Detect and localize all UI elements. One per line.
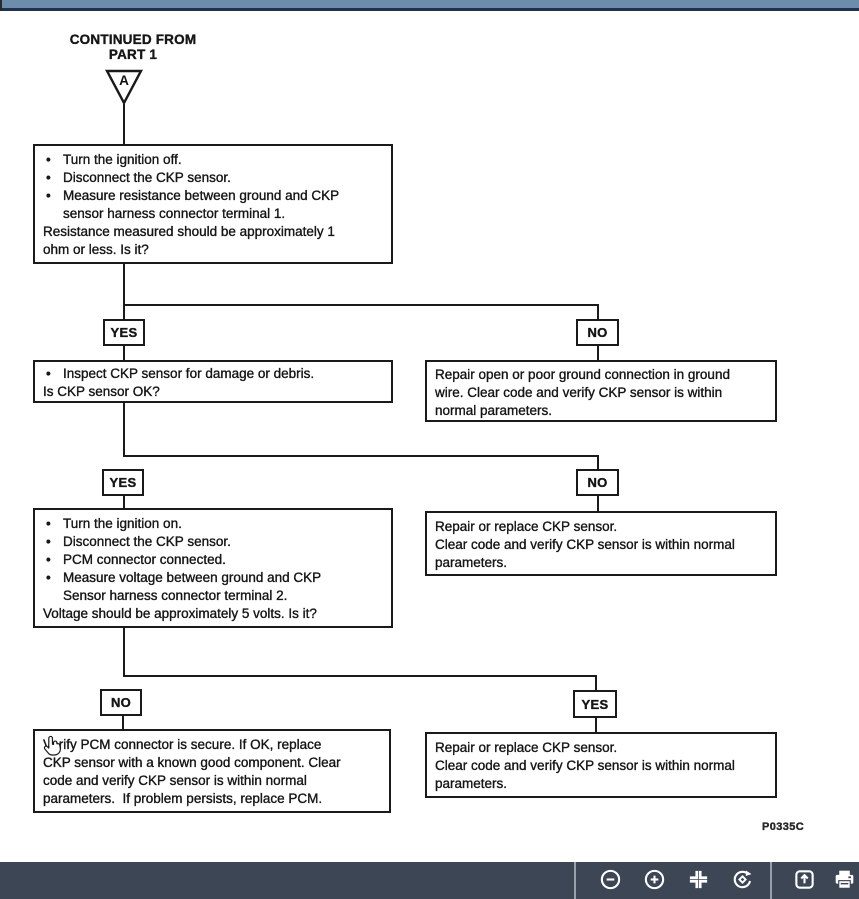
fit-to-screen-button[interactable] — [679, 862, 717, 899]
branch-label-no: NO — [576, 469, 619, 496]
branch-label-text: NO — [587, 325, 608, 340]
bullet-text: Inspect CKP sensor for damage or debris. — [63, 366, 315, 381]
action-box-verify-pcm: Verify PCM connector is secure. If OK, r… — [33, 729, 391, 813]
connector-line — [123, 264, 125, 321]
top-bar — [0, 0, 859, 11]
connector-line — [123, 346, 125, 360]
zoom-in-icon — [643, 868, 666, 894]
connector-line — [123, 496, 125, 508]
bullet-item: Measure voltage between ground and CKP S… — [43, 569, 383, 605]
connector-line — [595, 718, 597, 732]
box-footer-text: Is CKP sensor OK? — [43, 384, 160, 399]
branch-label-yes: YES — [102, 469, 144, 496]
connector-line — [597, 304, 599, 321]
zoom-in-button[interactable] — [635, 862, 673, 899]
fit-to-screen-icon — [687, 868, 710, 894]
bullet-dot — [43, 533, 63, 551]
step-box-voltage-check: Turn the ignition on. Disconnect the CKP… — [33, 508, 393, 628]
bullet-item: PCM connector connected. — [43, 551, 383, 569]
bullet-dot — [43, 569, 63, 605]
box-footer-text: Voltage should be approximately 5 volts.… — [43, 606, 317, 621]
start-connector-triangle: A — [105, 69, 143, 106]
connector-line — [595, 675, 597, 691]
connector-line — [122, 716, 124, 729]
start-connector-label: A — [119, 73, 129, 88]
bullet-text: Turn the ignition on. — [63, 516, 182, 531]
connector-line — [597, 346, 599, 360]
zoom-out-icon — [599, 868, 622, 894]
bullet-text: Measure resistance between ground and CK… — [63, 188, 340, 221]
branch-label-text: NO — [587, 475, 608, 490]
bottom-toolbar — [0, 862, 859, 899]
bullet-dot — [43, 515, 63, 533]
open-in-new-button[interactable] — [785, 862, 823, 899]
zoom-out-button[interactable] — [591, 862, 629, 899]
branch-label-no: NO — [576, 319, 619, 346]
box-footer-text: Resistance measured should be approximat… — [43, 224, 335, 257]
branch-label-text: YES — [110, 325, 138, 340]
bullet-item: Inspect CKP sensor for damage or debris. — [43, 365, 383, 383]
connector-line — [123, 675, 597, 677]
flowchart-canvas[interactable]: CONTINUED FROM PART 1 A Turn the igniti — [0, 11, 859, 862]
branch-label-text: NO — [110, 695, 132, 710]
branch-label-yes: YES — [103, 319, 145, 346]
rotate-icon — [731, 868, 754, 894]
flowchart-header: CONTINUED FROM PART 1 — [48, 32, 218, 62]
bullet-item: Turn the ignition off. — [43, 151, 383, 169]
bullet-dot — [43, 551, 63, 569]
toolbar-divider — [770, 862, 772, 899]
header-line-1: CONTINUED FROM — [69, 32, 197, 47]
bullet-text: PCM connector connected. — [63, 552, 226, 567]
print-button[interactable] — [825, 862, 859, 899]
branch-label-text: YES — [109, 475, 137, 490]
open-in-new-icon — [793, 868, 816, 894]
connector-line — [123, 104, 125, 144]
connector-line — [597, 455, 599, 471]
action-box-repair-ground: Repair open or poor ground connection in… — [425, 360, 777, 422]
bullet-dot — [43, 169, 63, 187]
bullet-item: Turn the ignition on. — [43, 515, 383, 533]
connector-line — [123, 304, 599, 306]
step-box-inspect-sensor: Inspect CKP sensor for damage or debris.… — [33, 360, 393, 403]
action-box-replace-sensor: Repair or replace CKP sensor. Clear code… — [425, 732, 777, 798]
branch-label-no: NO — [100, 689, 142, 716]
step-box-resistance-check: Turn the ignition off. Disconnect the CK… — [33, 144, 393, 264]
bullet-text: Disconnect the CKP sensor. — [63, 534, 231, 549]
bullet-item: Disconnect the CKP sensor. — [43, 533, 383, 551]
print-icon — [833, 868, 856, 894]
bullet-text: Disconnect the CKP sensor. — [63, 170, 231, 185]
rotate-button[interactable] — [723, 862, 761, 899]
bullet-dot — [43, 151, 63, 169]
connector-line — [123, 403, 125, 457]
connector-line — [123, 628, 125, 677]
header-line-2: PART 1 — [108, 47, 158, 62]
box-text: Verify PCM connector is secure. If OK, r… — [43, 737, 341, 806]
bullet-text: Measure voltage between ground and CKP S… — [63, 570, 322, 603]
box-text: Repair or replace CKP sensor. Clear code… — [435, 519, 735, 570]
bullet-item: Disconnect the CKP sensor. — [43, 169, 383, 187]
connector-line — [123, 455, 599, 457]
connector-line — [597, 496, 599, 511]
branch-label-text: YES — [581, 696, 609, 712]
bullet-dot — [43, 365, 63, 383]
box-text: Repair open or poor ground connection in… — [435, 367, 730, 418]
figure-code: P0335C — [762, 821, 805, 833]
branch-label-yes: YES — [573, 690, 617, 718]
bullet-item: Measure resistance between ground and CK… — [43, 187, 383, 223]
box-text: Repair or replace CKP sensor. Clear code… — [435, 740, 735, 791]
action-box-replace-sensor: Repair or replace CKP sensor. Clear code… — [425, 511, 777, 576]
toolbar-divider — [574, 862, 576, 899]
bullet-text: Turn the ignition off. — [63, 152, 182, 167]
bullet-dot — [43, 187, 63, 223]
